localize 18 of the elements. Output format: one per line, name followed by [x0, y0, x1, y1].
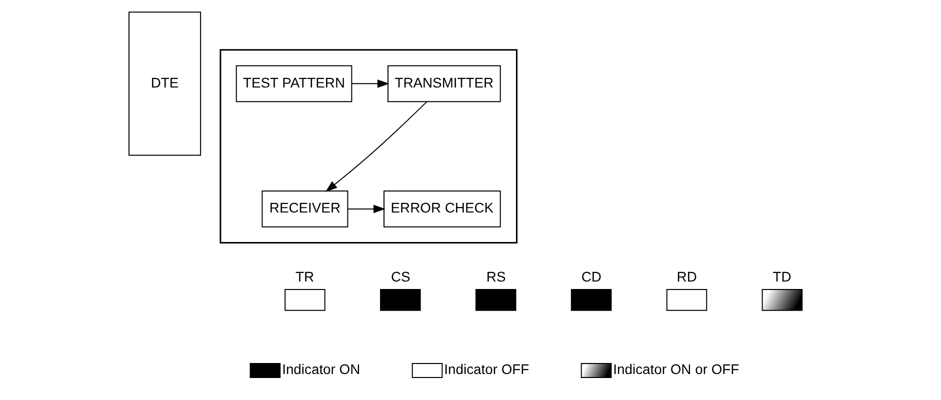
node-label: CS [390, 268, 410, 285]
node-box: DTE [128, 12, 202, 156]
node-box: TRANSMITTER [387, 65, 501, 102]
arrow [351, 80, 390, 88]
node-label: TD [772, 268, 792, 285]
node-label: TR [296, 268, 314, 285]
node-label: CD [581, 268, 602, 285]
node-label: RS [486, 268, 506, 285]
cluster [220, 49, 518, 244]
arrow [325, 101, 428, 192]
node-box: ERROR CHECK [384, 190, 501, 228]
node-label: RD [676, 268, 697, 285]
legend-label: Indicator ON [282, 361, 360, 378]
legend-label: Indicator OFF [444, 361, 530, 378]
legend-label: Indicator ON or OFF [613, 361, 740, 378]
node-box: RECEIVER [262, 190, 348, 228]
arrow [347, 204, 386, 214]
node-box: TEST PATTERN [236, 65, 352, 102]
